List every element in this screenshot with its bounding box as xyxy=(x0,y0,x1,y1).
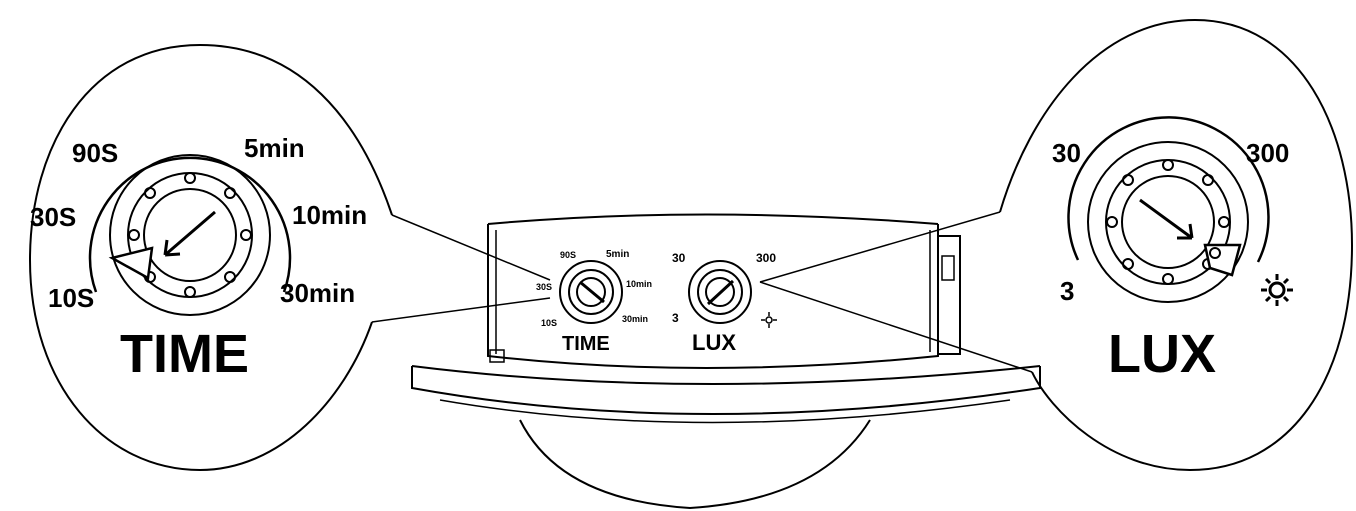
device-sun-icon xyxy=(761,312,777,328)
time-pointer-tab xyxy=(108,246,154,280)
time-title: TIME xyxy=(120,324,249,384)
lux-pointer-tab xyxy=(1203,243,1242,277)
device-lux-label-3: 3 xyxy=(672,311,679,325)
time-label-5min: 5min xyxy=(244,133,305,163)
lux-title: LUX xyxy=(1108,324,1216,384)
lux-callout xyxy=(759,18,1354,472)
lux-label-3: 3 xyxy=(1060,276,1074,306)
device-labels: 90S 5min 30S 10min 10S 30min TIME 30 300… xyxy=(536,249,776,355)
time-knob xyxy=(88,154,292,316)
time-label-90s: 90S xyxy=(72,138,118,168)
lux-label-30: 30 xyxy=(1052,138,1081,168)
lux-callout-outline xyxy=(999,18,1354,472)
lux-callout-labels: 30 300 3 LUX xyxy=(1052,138,1289,384)
mounting-flange xyxy=(411,366,1041,415)
device-time-dial xyxy=(559,260,623,324)
device-time-label-5min: 5min xyxy=(606,249,629,260)
lux-label-300: 300 xyxy=(1246,138,1289,168)
device-lux-title: LUX xyxy=(692,330,736,355)
device-lux-label-300: 300 xyxy=(756,251,776,265)
sun-icon xyxy=(1261,274,1293,306)
device-lux-dial xyxy=(688,260,752,324)
motion-sensor-device xyxy=(411,213,1041,510)
time-callout-outline xyxy=(28,43,393,472)
device-body xyxy=(487,224,939,369)
sensor-dome xyxy=(519,419,871,510)
device-time-label-30min: 30min xyxy=(622,314,648,324)
time-callout xyxy=(28,43,551,472)
time-label-30min: 30min xyxy=(280,278,355,308)
time-label-10min: 10min xyxy=(292,200,367,230)
time-label-10s: 10S xyxy=(48,283,94,313)
side-connector xyxy=(937,235,961,355)
device-time-label-10min: 10min xyxy=(626,279,652,289)
time-pointer-arrow xyxy=(163,210,216,257)
device-time-label-30s: 30S xyxy=(536,282,552,292)
device-time-title: TIME xyxy=(562,333,610,355)
time-label-30s: 30S xyxy=(30,202,76,232)
device-time-label-10s: 10S xyxy=(541,318,557,328)
time-callout-labels: 90S 5min 30S 10min 10S 30min TIME xyxy=(30,133,367,384)
lux-pointer-arrow xyxy=(1139,198,1194,240)
device-lux-label-30: 30 xyxy=(672,251,686,265)
lux-knob xyxy=(1067,116,1270,303)
device-time-label-90s: 90S xyxy=(560,250,576,260)
